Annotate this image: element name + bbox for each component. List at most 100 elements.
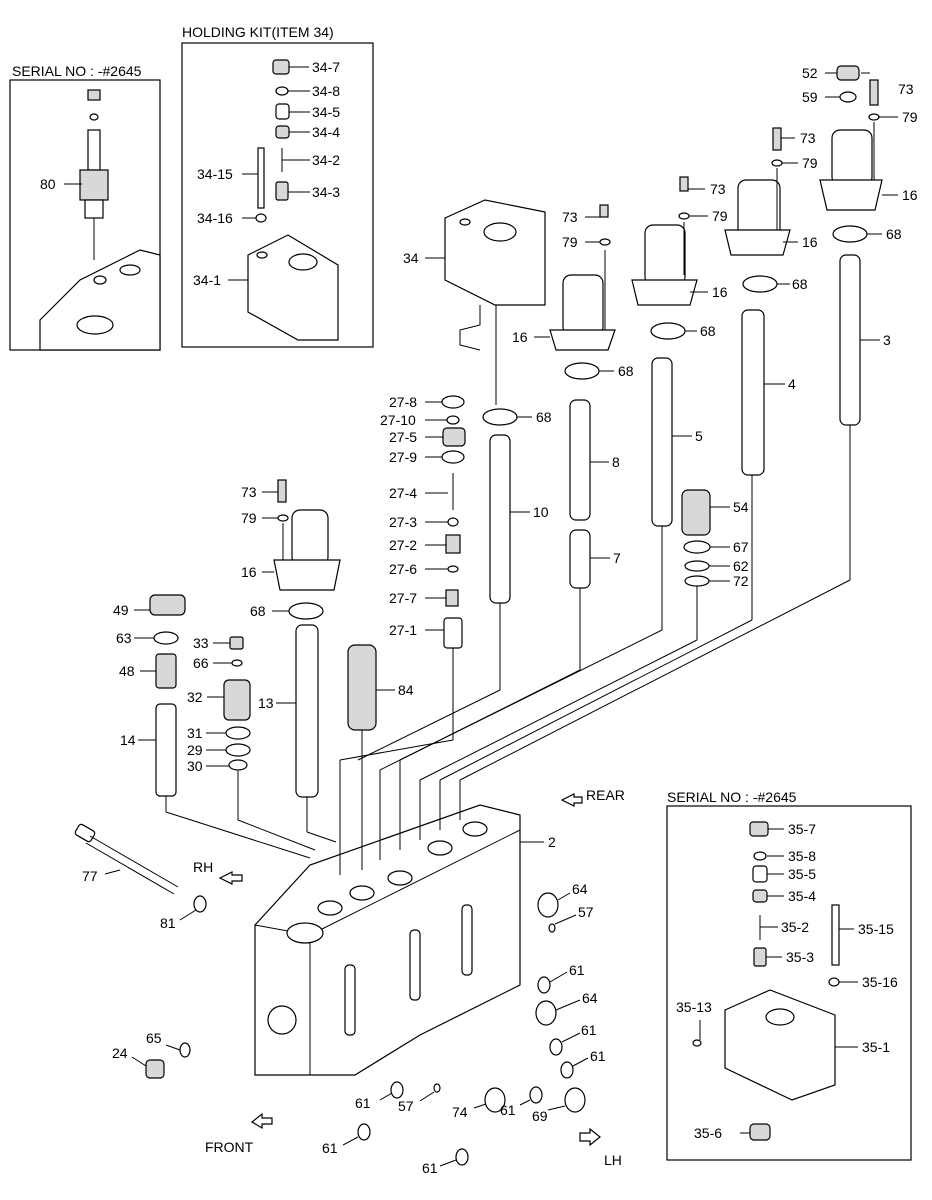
- label-66: 66: [193, 655, 209, 671]
- label-33: 33: [193, 635, 209, 651]
- label-64-b: 64: [582, 990, 598, 1006]
- o-ring-66: [231, 659, 243, 667]
- label-27-5: 27-5: [389, 429, 417, 445]
- solenoid-16-b: [631, 176, 698, 306]
- direction-lh: LH: [604, 1152, 622, 1168]
- arrow-front-icon: [250, 1112, 273, 1130]
- label-27-1: 27-1: [389, 622, 417, 638]
- o-ring-29: [225, 743, 251, 757]
- o-ring-61-e: [529, 1086, 543, 1104]
- washer-81: [193, 895, 207, 913]
- o-ring-68-e: [832, 225, 868, 243]
- o-ring-30: [228, 759, 248, 771]
- label-35-8: 35-8: [788, 848, 816, 864]
- label-35-4: 35-4: [788, 888, 816, 904]
- label-4: 4: [788, 376, 796, 392]
- part-80-valve: [79, 89, 109, 260]
- label-68-d: 68: [792, 276, 808, 292]
- label-59: 59: [802, 89, 818, 105]
- label-61-e: 61: [500, 1102, 516, 1118]
- piston-14: [155, 703, 177, 797]
- spool-5: [651, 357, 673, 527]
- kit-35-parts: [692, 821, 840, 1141]
- plug-33: [229, 636, 244, 650]
- label-64-a: 64: [572, 881, 588, 897]
- plug-32: [223, 679, 251, 721]
- label-54: 54: [733, 499, 749, 515]
- block-fragment-left: [39, 249, 161, 351]
- label-68-a: 68: [536, 409, 552, 425]
- bolt-77: [74, 823, 179, 895]
- label-27-2: 27-2: [389, 537, 417, 553]
- o-ring-57-b: [433, 1083, 441, 1093]
- label-72: 72: [733, 573, 749, 589]
- o-ring-72: [684, 575, 710, 587]
- label-62: 62: [733, 558, 749, 574]
- label-16-c: 16: [802, 234, 818, 250]
- label-27-9: 27-9: [389, 449, 417, 465]
- label-27-8: 27-8: [389, 394, 417, 410]
- solenoid-16-c: [724, 127, 791, 256]
- label-32: 32: [187, 689, 203, 705]
- direction-front: FRONT: [205, 1139, 254, 1155]
- leader-lines: [64, 66, 898, 1167]
- serial-inset-title-left: SERIAL NO : -#2645: [12, 63, 142, 79]
- spool-7: [569, 529, 591, 589]
- label-84: 84: [398, 682, 414, 698]
- label-61-g: 61: [422, 1160, 438, 1176]
- label-61-a: 61: [569, 962, 585, 978]
- label-13: 13: [258, 695, 274, 711]
- label-79-a: 79: [562, 234, 578, 250]
- label-34-15: 34-15: [197, 166, 233, 182]
- label-61-c: 61: [590, 1048, 606, 1064]
- holding-kit-parts: [247, 59, 339, 341]
- o-ring-68-a: [482, 408, 518, 426]
- arrow-rh-icon: [218, 871, 243, 885]
- label-65: 65: [146, 1030, 162, 1046]
- label-34-4: 34-4: [312, 124, 340, 140]
- label-34-5: 34-5: [312, 104, 340, 120]
- label-79-c: 79: [802, 155, 818, 171]
- label-27-6: 27-6: [389, 561, 417, 577]
- o-ring-65: [179, 1042, 191, 1058]
- label-24: 24: [112, 1045, 128, 1061]
- label-35-16: 35-16: [862, 974, 898, 990]
- label-80: 80: [40, 176, 56, 192]
- o-ring-57-a: [548, 923, 556, 933]
- o-ring-68-f: [288, 602, 324, 620]
- label-34-2: 34-2: [312, 152, 340, 168]
- o-ring-74: [484, 1087, 506, 1113]
- label-16-a: 16: [512, 329, 528, 345]
- label-79-b: 79: [712, 208, 728, 224]
- o-ring-61-c: [560, 1061, 574, 1079]
- label-8: 8: [612, 454, 620, 470]
- o-ring-67: [683, 540, 711, 554]
- label-69: 69: [532, 1108, 548, 1124]
- label-48: 48: [119, 663, 135, 679]
- spool-13: [295, 624, 319, 798]
- label-34-16: 34-16: [197, 210, 233, 226]
- label-68-e: 68: [886, 226, 902, 242]
- solenoid-16-d: [819, 65, 883, 211]
- label-73-a: 73: [562, 209, 578, 225]
- label-77: 77: [82, 868, 98, 884]
- label-79-e: 79: [241, 510, 257, 526]
- label-27-4: 27-4: [389, 485, 417, 501]
- label-52: 52: [802, 65, 818, 81]
- o-ring-61-a: [537, 976, 551, 994]
- label-16-b: 16: [712, 284, 728, 300]
- label-27-7: 27-7: [389, 590, 417, 606]
- label-10: 10: [533, 504, 549, 520]
- o-ring-61-f: [357, 1123, 371, 1141]
- label-81: 81: [160, 915, 176, 931]
- label-16-d: 16: [902, 187, 918, 203]
- label-35-1: 35-1: [862, 1039, 890, 1055]
- o-ring-68-b: [564, 362, 600, 380]
- label-68-f: 68: [250, 603, 266, 619]
- label-61-b: 61: [581, 1022, 597, 1038]
- label-35-13: 35-13: [676, 999, 712, 1015]
- label-5: 5: [695, 428, 703, 444]
- holding-kit-title: HOLDING KIT(ITEM 34): [182, 24, 334, 40]
- label-73-b: 73: [710, 181, 726, 197]
